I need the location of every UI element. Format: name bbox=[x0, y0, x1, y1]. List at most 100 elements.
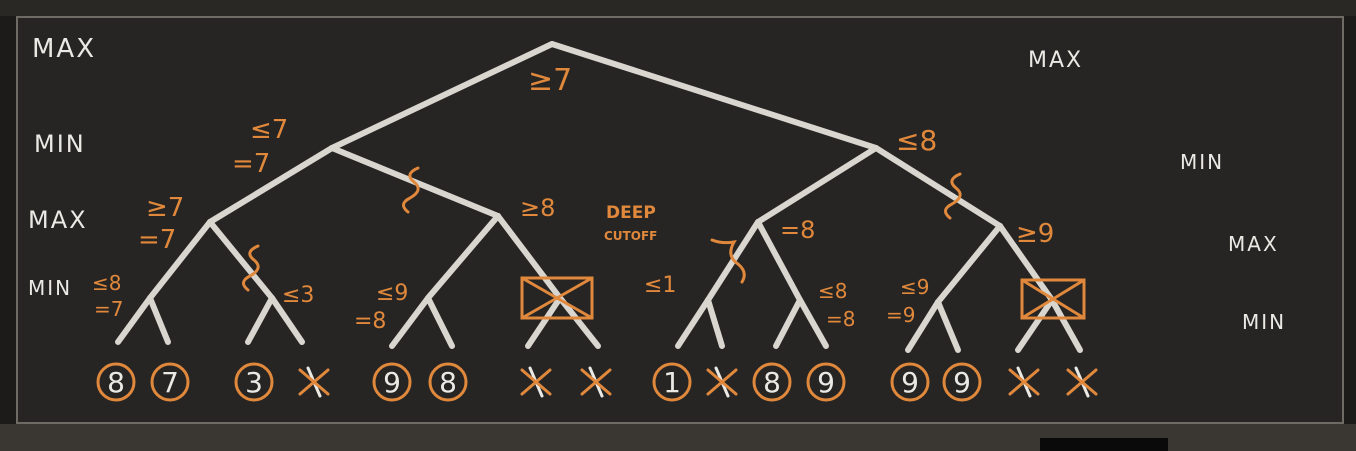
leaf-node bbox=[298, 366, 330, 398]
edge-l1a bbox=[207, 145, 335, 225]
tray-shadow bbox=[1040, 438, 1168, 451]
annotations: ≥7 ≤7 =7 ≤8 ≥7 =7 ≥8 =8 ≥9 DEEP CUTOFF ≤… bbox=[92, 63, 1054, 334]
edge-leaf-9 bbox=[705, 297, 725, 349]
edge-l2c-right bbox=[755, 219, 803, 303]
edge-leaf-3 bbox=[269, 295, 305, 345]
l3f-bound: ≤8 bbox=[818, 279, 847, 303]
edge-l1d bbox=[873, 145, 1003, 229]
level-label-left-3: MIN bbox=[28, 276, 73, 300]
leaf-cross-b bbox=[1066, 368, 1098, 396]
l1-right-bound: ≤8 bbox=[896, 124, 937, 157]
l3c-value: =8 bbox=[354, 309, 386, 334]
l3a-bound: ≤8 bbox=[92, 271, 121, 295]
l2a-value: =7 bbox=[138, 225, 176, 255]
l3g-value: =9 bbox=[886, 303, 915, 327]
l3b-bound: ≤3 bbox=[282, 283, 314, 308]
l1-left-value: =7 bbox=[232, 149, 270, 179]
leaf-value: 7 bbox=[161, 366, 179, 399]
edge-leaf-6 bbox=[525, 295, 563, 349]
leaf-circle bbox=[942, 362, 982, 402]
edge-leaf-13 bbox=[935, 299, 961, 353]
pruned-box-1 bbox=[520, 276, 594, 320]
cutoff-marks bbox=[242, 166, 1086, 320]
leaf-node: 9 bbox=[942, 362, 982, 402]
edge-leaf-0 bbox=[115, 295, 153, 345]
leaf-value: 9 bbox=[901, 366, 919, 399]
leaf-value: 9 bbox=[817, 366, 835, 399]
level-label-right-2: MAX bbox=[1228, 232, 1279, 256]
leaf-cross-b bbox=[580, 368, 612, 396]
leaf-value: 1 bbox=[663, 366, 681, 399]
leaf-value: 9 bbox=[383, 366, 401, 399]
leaf-node: 9 bbox=[806, 362, 846, 402]
l3g-bound: ≤9 bbox=[900, 275, 929, 299]
leaf-circle bbox=[752, 362, 792, 402]
level-label-right-3: MIN bbox=[1242, 310, 1287, 334]
leaf-circle bbox=[150, 362, 190, 402]
leaf-cross-b bbox=[520, 368, 552, 396]
leaf-cross-b bbox=[706, 368, 738, 396]
edge-leaf-14 bbox=[1015, 297, 1055, 353]
level-label-right-0: MAX bbox=[1028, 48, 1084, 73]
leaf-node: 9 bbox=[890, 362, 930, 402]
leaf-cross-b bbox=[298, 368, 330, 396]
leaf-circle bbox=[652, 362, 692, 402]
leaf-node bbox=[1066, 366, 1098, 398]
edge-root-left bbox=[329, 41, 555, 151]
leaf-circle bbox=[890, 362, 930, 402]
pruned-box-2-cross-b bbox=[1020, 278, 1086, 320]
pruned-box-2 bbox=[1020, 278, 1086, 320]
deep-cutoff-line1: DEEP bbox=[606, 203, 656, 223]
edge-l2d-left bbox=[935, 223, 1003, 305]
edge-leaf-7 bbox=[557, 295, 601, 349]
edge-leaf-11 bbox=[797, 297, 829, 349]
leaf-circle bbox=[428, 362, 468, 402]
edge-l2b-right bbox=[495, 213, 563, 301]
l3e-bound: ≤1 bbox=[644, 273, 676, 298]
tree-edges bbox=[115, 41, 1083, 353]
leaf-value: 3 bbox=[245, 366, 263, 399]
leaf-node bbox=[580, 366, 612, 398]
edge-root-right bbox=[549, 41, 879, 151]
edge-leaf-8 bbox=[675, 297, 711, 349]
edge-leaf-12 bbox=[905, 299, 941, 353]
l2a-bound: ≥7 bbox=[146, 193, 184, 223]
edge-l2a-right bbox=[207, 219, 275, 301]
l2d-bound: ≥9 bbox=[1016, 219, 1054, 249]
l3a-value: =7 bbox=[94, 297, 123, 321]
leaf-circle bbox=[96, 362, 136, 402]
leaf-node: 8 bbox=[428, 362, 468, 402]
l3f-value: =8 bbox=[826, 307, 855, 331]
leaf-circle bbox=[806, 362, 846, 402]
leaf-node: 8 bbox=[96, 362, 136, 402]
root-value: ≥7 bbox=[528, 63, 572, 98]
deep-cutoff-line2: CUTOFF bbox=[604, 229, 657, 243]
cutoff-squiggle-2 bbox=[242, 244, 260, 292]
cutoff-squiggle-1 bbox=[402, 166, 420, 214]
edge-leaf-4 bbox=[389, 295, 431, 349]
l3c-bound: ≤9 bbox=[376, 281, 408, 306]
board-top-frame bbox=[0, 0, 1356, 16]
edge-leaf-5 bbox=[425, 295, 455, 349]
edge-leaf-2 bbox=[245, 295, 275, 345]
level-label-right-1: MIN bbox=[1180, 150, 1225, 174]
edge-l2b-left bbox=[425, 213, 501, 301]
leaf-node: 7 bbox=[150, 362, 190, 402]
cutoff-squiggle-3 bbox=[944, 172, 962, 220]
l2c-value: =8 bbox=[780, 216, 815, 244]
leaf-node: 8 bbox=[752, 362, 792, 402]
chalkboard-surface bbox=[16, 16, 1344, 424]
edge-leaf-15 bbox=[1049, 297, 1083, 353]
edge-l2a-left bbox=[147, 219, 213, 301]
edge-leaf-10 bbox=[773, 297, 803, 349]
l1-left-bound: ≤7 bbox=[250, 115, 288, 145]
edge-leaf-1 bbox=[147, 295, 171, 345]
leaf-value: 8 bbox=[763, 366, 781, 399]
leaf-cross-b bbox=[1008, 368, 1040, 396]
l2b-bound: ≥8 bbox=[520, 194, 555, 222]
level-label-left-2: MAX bbox=[28, 206, 88, 234]
leaf-value: 8 bbox=[107, 366, 125, 399]
leaf-circle bbox=[234, 362, 274, 402]
